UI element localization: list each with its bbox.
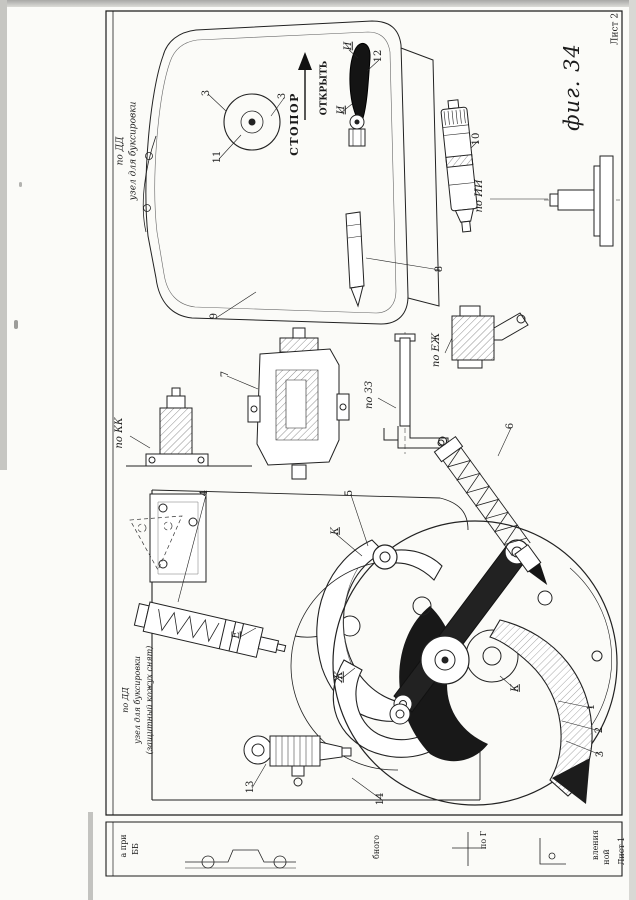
scan-edge-right <box>629 0 636 900</box>
strip-fragment-2: ББ <box>130 843 140 855</box>
strip-fragment-1: а при <box>118 834 128 858</box>
gland-assembly-7 <box>248 328 349 479</box>
callout-1: 1 <box>585 703 597 711</box>
callout-6: 6 <box>504 422 516 430</box>
figure-number-label: фиг. 34 <box>559 43 584 131</box>
section-ii-part <box>544 156 620 246</box>
section-kk-part <box>126 388 252 466</box>
callout-14: 14 <box>374 792 386 806</box>
strip-fragment-3: бного <box>371 835 381 859</box>
strip-fragment-4: по Г <box>478 831 488 849</box>
callout-7: 7 <box>219 370 231 378</box>
callout-10: 10 <box>470 132 482 146</box>
valve-13-14 <box>244 736 351 786</box>
leader-lines <box>130 50 601 800</box>
section-label-ezh: по ЕЖ <box>430 332 442 368</box>
section-letter-k-upper: К <box>329 527 341 535</box>
stopper-caption: СТОПОР <box>288 92 302 156</box>
section-letter-i-bottom: И <box>335 105 347 115</box>
scan-edge-left <box>0 0 7 470</box>
cover-plate-drawing <box>143 21 439 324</box>
tension-spring-6 <box>430 430 548 586</box>
callout-3-a: 3 <box>200 89 212 97</box>
top-view-caption-line1: по ДД <box>115 136 126 166</box>
pivot-pins <box>373 545 469 724</box>
next-sheet-strip <box>100 820 628 878</box>
scan-edge-bottom-left <box>88 812 93 900</box>
callout-3-c: 3 <box>594 750 606 758</box>
rod-part-8 <box>346 212 364 306</box>
callout-9: 9 <box>208 312 220 320</box>
section-label-kk: по КК <box>113 417 125 449</box>
section-ezh-part <box>452 306 528 368</box>
callout-2: 2 <box>593 726 605 734</box>
strip-sketch-1 <box>185 850 296 868</box>
section-letter-zh: Ж <box>333 671 345 683</box>
open-direction-arrow <box>298 52 312 120</box>
bottom-view-caption-line3: (защитный кожух снят) <box>144 645 154 755</box>
callout-5: 5 <box>343 489 355 497</box>
wedge-jaw <box>490 591 602 804</box>
strip-sketch-3 <box>540 838 566 864</box>
bottom-view-caption-line2: узел для буксировки <box>132 656 142 744</box>
disc-plate <box>291 521 617 805</box>
next-sheet-number-label: Лист 1 <box>616 836 626 866</box>
left-bracket-plate <box>150 494 206 582</box>
bottom-view-caption-line1: по ДД <box>120 687 130 713</box>
section-label-ii: по ИИ <box>473 179 485 213</box>
spring-plunger-4 <box>134 600 289 663</box>
section-letter-k-lower: К <box>509 684 521 692</box>
border-frame <box>106 11 622 815</box>
stopper-knob <box>224 94 280 150</box>
callout-13: 13 <box>244 780 256 794</box>
strip-fragment-6: ной <box>601 849 611 865</box>
scan-smudge-2 <box>19 182 22 187</box>
scan-edge-top <box>0 0 636 7</box>
section-label-zz: по ЗЗ <box>363 380 375 410</box>
callout-3-b: 3 <box>276 92 288 100</box>
handle-lever-12 <box>349 43 370 146</box>
callout-11: 11 <box>211 150 223 164</box>
section-letter-i-top: И <box>342 41 354 51</box>
top-view-caption-line2: узел для буксировки <box>128 101 139 201</box>
phantom-bracket <box>130 516 182 570</box>
strip-fragment-5: вления <box>590 829 600 861</box>
cylinder-part-10 <box>440 99 480 233</box>
sheet-number-label: Лист 2 <box>610 12 621 46</box>
section-letter-e: Е <box>230 631 242 639</box>
main-drawing <box>100 8 628 820</box>
callout-4: 4 <box>198 489 210 497</box>
scan-smudge-1 <box>14 320 18 329</box>
callout-8: 8 <box>433 265 445 273</box>
strip-sketch-2 <box>452 832 486 866</box>
open-caption: ОТКРЫТЬ <box>319 60 330 116</box>
callout-12: 12 <box>372 49 384 63</box>
